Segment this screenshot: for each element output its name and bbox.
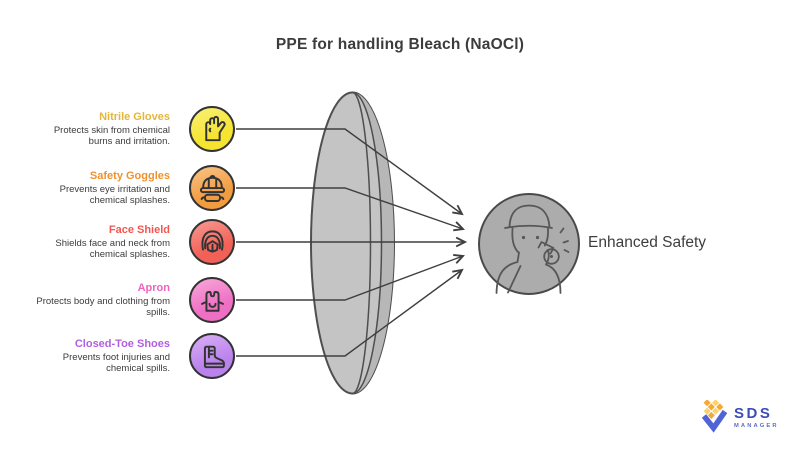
ppe-item-label: Safety Goggles (89, 169, 170, 182)
lens-shape (310, 91, 395, 395)
hard-hat-goggles-icon (189, 165, 235, 211)
sds-manager-logo: SDS MANAGER (701, 400, 779, 434)
boot-icon (189, 333, 235, 379)
ppe-item-description: Shields face and neck from chemical spla… (55, 237, 170, 260)
ppe-item-description: Prevents eye irritation and chemical spl… (59, 183, 170, 206)
ppe-item-description: Protects body and clothing from spills. (36, 295, 170, 318)
safety-officer-whistle-icon (495, 204, 570, 294)
glove-icon (189, 106, 235, 152)
logo-subtitle: MANAGER (734, 422, 779, 429)
ppe-item-description: Protects skin from chemical burns and ir… (53, 124, 170, 147)
result-circle (478, 193, 580, 295)
connector-closed-toe-shoes (236, 268, 464, 357)
connector-lines (236, 128, 468, 357)
apron-icon (189, 277, 235, 323)
connector-safety-goggles (236, 187, 465, 232)
ppe-item-label: Closed-Toe Shoes (74, 337, 170, 350)
ppe-item-label: Apron (137, 281, 170, 294)
result-label: Enhanced Safety (588, 234, 707, 251)
diagram-title: PPE for handling Bleach (NaOCl) (275, 36, 525, 53)
connector-nitrile-gloves (236, 128, 464, 216)
ppe-item-description: Prevents foot injuries and chemical spil… (62, 351, 170, 374)
ppe-item-label: Face Shield (108, 223, 170, 236)
sds-manager-logo-icon (701, 400, 728, 433)
ppe-item-label: Nitrile Gloves (99, 110, 170, 123)
logo-title: SDS (734, 404, 773, 422)
connector-apron (236, 254, 465, 301)
face-shield-icon (189, 219, 235, 265)
